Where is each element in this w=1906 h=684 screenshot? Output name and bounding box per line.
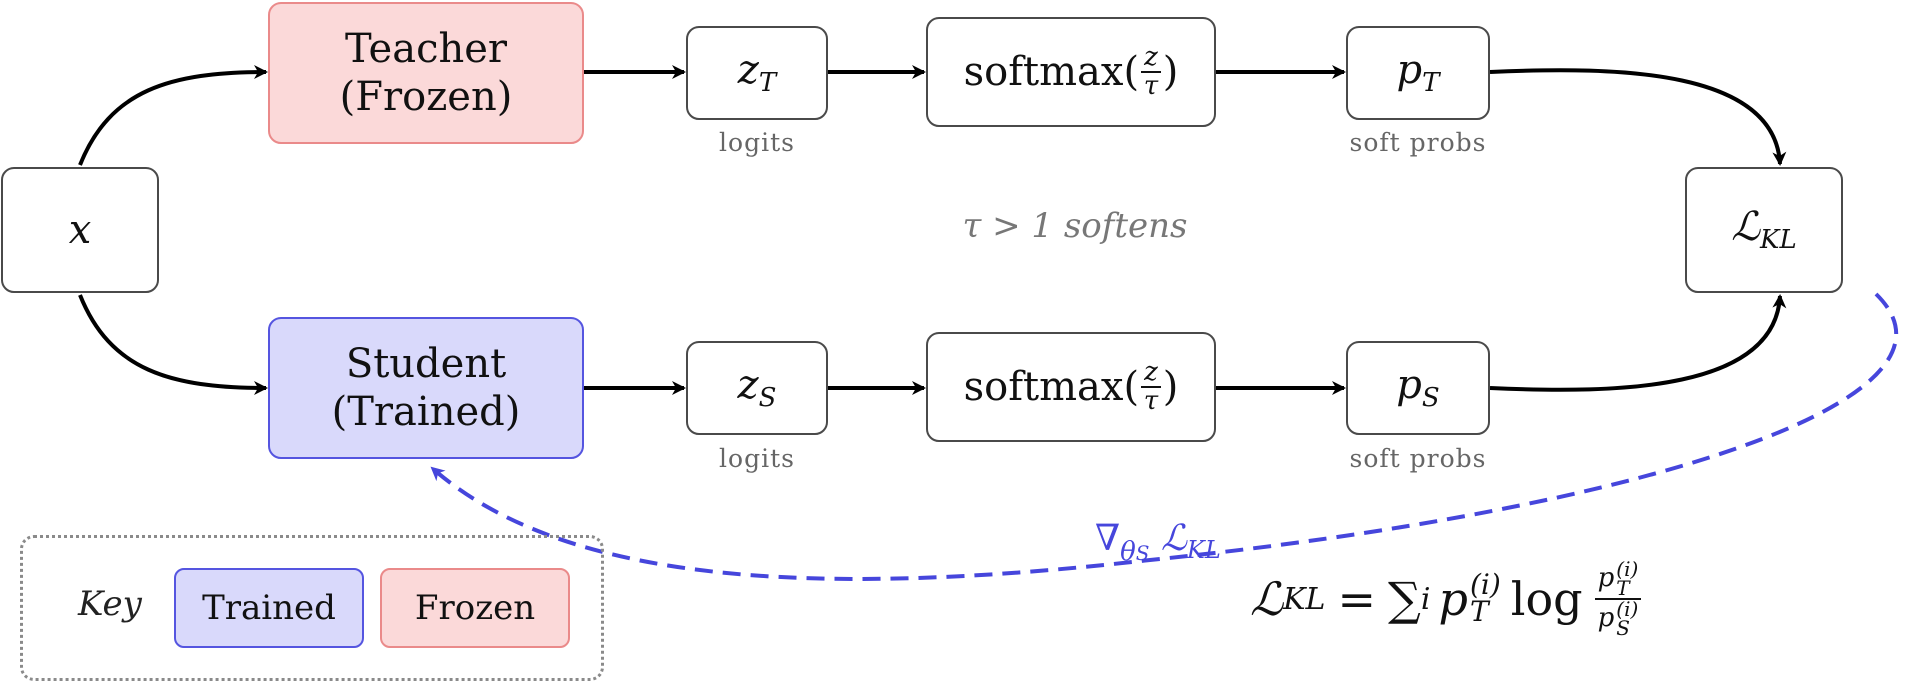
loss-label: ℒKL bbox=[1731, 204, 1797, 256]
legend-frozen-chip: Frozen bbox=[380, 568, 570, 648]
gradient-label: ∇θS ℒKL bbox=[1095, 518, 1221, 567]
student-softmax-fraction: z τ bbox=[1141, 358, 1161, 416]
student-softmax-fn: softmax( bbox=[963, 364, 1140, 410]
teacher-softmax-fn: softmax( bbox=[963, 49, 1140, 95]
arrow-pt-to-loss bbox=[1489, 68, 1787, 166]
student-softmax-node: softmax( z τ ) bbox=[926, 332, 1216, 442]
teacher-softmax-close: ) bbox=[1162, 49, 1179, 95]
legend-box bbox=[20, 535, 604, 681]
input-node: x bbox=[1, 167, 159, 293]
teacher-logits-caption: logits bbox=[719, 128, 795, 157]
student-softmax-close: ) bbox=[1162, 364, 1179, 410]
teacher-probs-node: pT bbox=[1346, 26, 1490, 120]
teacher-softmax-fraction: z τ bbox=[1141, 43, 1161, 101]
student-probs-label: pS bbox=[1396, 362, 1440, 414]
teacher-softmax-node: softmax( z τ ) bbox=[926, 17, 1216, 127]
legend-title: Key bbox=[78, 584, 142, 624]
loss-node: ℒKL bbox=[1685, 167, 1843, 293]
gradient-feedback-arrow bbox=[430, 292, 1899, 581]
teacher-logits-label: zT bbox=[737, 47, 777, 99]
teacher-line1: Teacher bbox=[344, 26, 508, 72]
student-logits-label: zS bbox=[737, 362, 777, 414]
teacher-node: Teacher (Frozen) bbox=[268, 2, 584, 144]
student-logits-node: zS bbox=[686, 341, 828, 435]
student-node: Student (Trained) bbox=[268, 317, 584, 459]
teacher-probs-label: pT bbox=[1396, 47, 1440, 99]
student-line1: Student bbox=[345, 341, 507, 387]
arrow-input-to-teacher bbox=[78, 65, 268, 166]
arrow-input-to-student bbox=[78, 294, 268, 395]
teacher-probs-caption: soft probs bbox=[1349, 128, 1487, 157]
student-probs-node: pS bbox=[1346, 341, 1490, 435]
teacher-line2: (Frozen) bbox=[339, 74, 513, 120]
student-line2: (Trained) bbox=[331, 389, 521, 435]
legend-trained-chip: Trained bbox=[174, 568, 364, 648]
arrow-ps-to-loss bbox=[1489, 294, 1787, 392]
temperature-note: τ > 1 softens bbox=[962, 206, 1188, 246]
student-logits-caption: logits bbox=[719, 444, 795, 473]
student-probs-caption: soft probs bbox=[1349, 444, 1487, 473]
input-label: x bbox=[68, 207, 92, 253]
teacher-logits-node: zT bbox=[686, 26, 828, 120]
